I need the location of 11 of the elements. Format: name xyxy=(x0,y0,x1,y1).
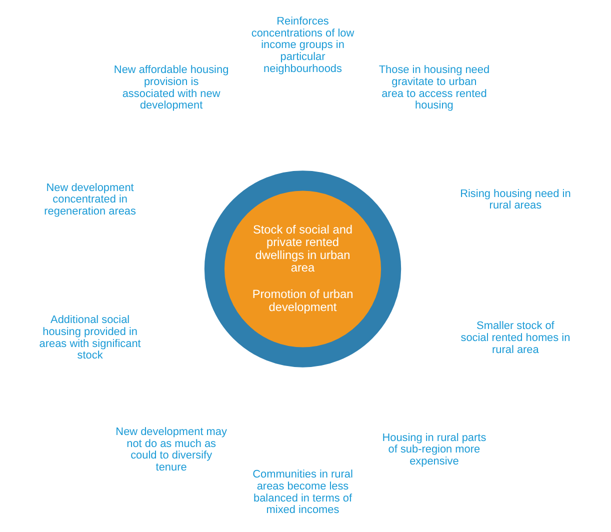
label: Reinforces concentrations of low income groups in particular neighbourhoods xyxy=(251,15,354,75)
label: New development may not do as much as could to diversify tenure xyxy=(116,426,227,474)
label: Those in housing need gravitate to urban area to access rented housing xyxy=(378,64,490,112)
node-circle: Stock of social and private rented dwellings in urban area Promotion of urban development xyxy=(204,170,402,368)
label: Communities in rural areas become less balanced in terms of mixed incomes xyxy=(252,468,353,516)
label: New development concentrated in regeneration areas xyxy=(44,182,136,218)
label: Housing in rural parts of sub-region more expensive xyxy=(382,432,486,468)
label: Smaller stock of social rented homes in rural area xyxy=(460,320,570,356)
label: Additional social housing provided in areas with significant stock xyxy=(39,314,141,362)
label: New affordable housing provision is associated with new development xyxy=(114,64,229,112)
label: Rising housing need in rural areas xyxy=(460,188,571,212)
